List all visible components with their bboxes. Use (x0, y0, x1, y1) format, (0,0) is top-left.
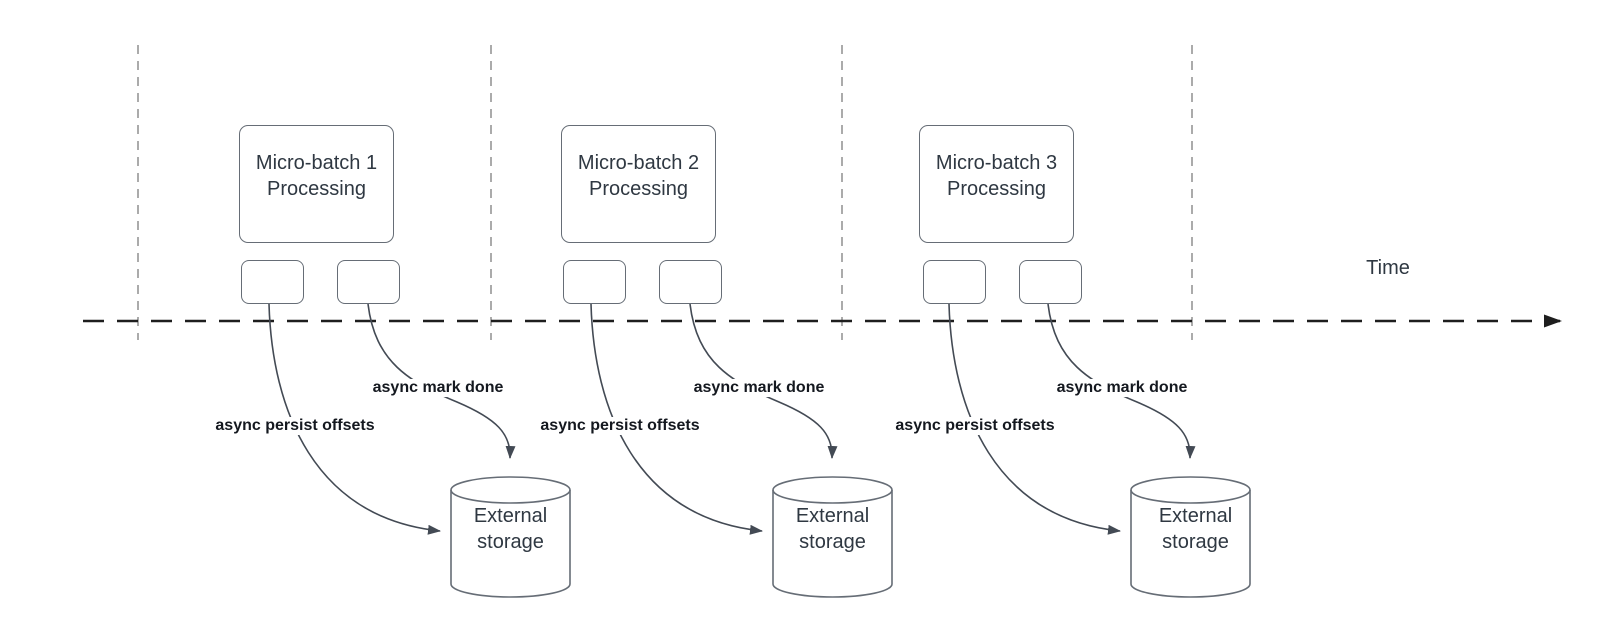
micro-batch-3-processing-box: Micro-batch 3 Processing (919, 125, 1074, 243)
micro-batch-3-title-line1: Micro-batch 3 (935, 152, 1058, 174)
micro-batch-3-title-line2: Processing (947, 178, 1046, 200)
external-storage-label-3: External storage (1136, 503, 1255, 555)
micro-batch-2-done-task-box (659, 260, 722, 304)
micro-batch-1-done-task-box (337, 260, 400, 304)
external-storage-label-2-line2: storage (799, 531, 866, 553)
storage-cylinder-2 (772, 476, 893, 598)
storage-cylinder-2-top (772, 489, 893, 504)
micro-batch-2-title-line1: Micro-batch 2 (577, 152, 700, 174)
external-storage-label-3-line2: storage (1162, 531, 1229, 553)
mark-done-arrow-2 (689, 303, 838, 459)
storage-cylinder-3 (1130, 476, 1251, 598)
mark-done-arrow-1 (367, 303, 516, 459)
persist-offsets-arrow-3 (948, 303, 1121, 535)
micro-batch-1-title-line1: Micro-batch 1 (255, 152, 378, 174)
external-storage-label-3-line1: External (1158, 505, 1233, 527)
persist-offsets-arrow-2 (590, 303, 763, 535)
mark-done-label-2: async mark done (690, 379, 828, 397)
external-storage-label-1: External storage (451, 503, 570, 555)
micro-batch-1-processing-box: Micro-batch 1 Processing (239, 125, 394, 243)
mark-done-label-3: async mark done (1053, 379, 1191, 397)
storage-cylinder-1 (450, 476, 571, 598)
micro-batch-3-done-task-box (1019, 260, 1082, 304)
micro-batch-1-offsets-task-box (241, 260, 304, 304)
micro-batch-3-offsets-task-box (923, 260, 986, 304)
external-storage-label-2: External storage (773, 503, 892, 555)
micro-batch-2-title-line2: Processing (589, 178, 688, 200)
persist-offsets-label-1: async persist offsets (212, 417, 378, 435)
external-storage-label-1-line2: storage (477, 531, 544, 553)
mark-done-label-1: async mark done (369, 379, 507, 397)
mark-done-arrow-3 (1047, 303, 1196, 459)
time-axis-label: Time (1366, 257, 1410, 279)
micro-batch-2-processing-box: Micro-batch 2 Processing (561, 125, 716, 243)
persist-offsets-label-2: async persist offsets (537, 417, 703, 435)
micro-batch-2-offsets-task-box (563, 260, 626, 304)
persist-offsets-label-3: async persist offsets (892, 417, 1058, 435)
storage-cylinder-1-top (450, 489, 571, 504)
external-storage-label-2-line1: External (795, 505, 870, 527)
persist-offsets-arrow-1 (268, 303, 441, 535)
external-storage-label-1-line1: External (473, 505, 548, 527)
storage-cylinder-3-top (1130, 489, 1251, 504)
micro-batch-1-title-line2: Processing (267, 178, 366, 200)
